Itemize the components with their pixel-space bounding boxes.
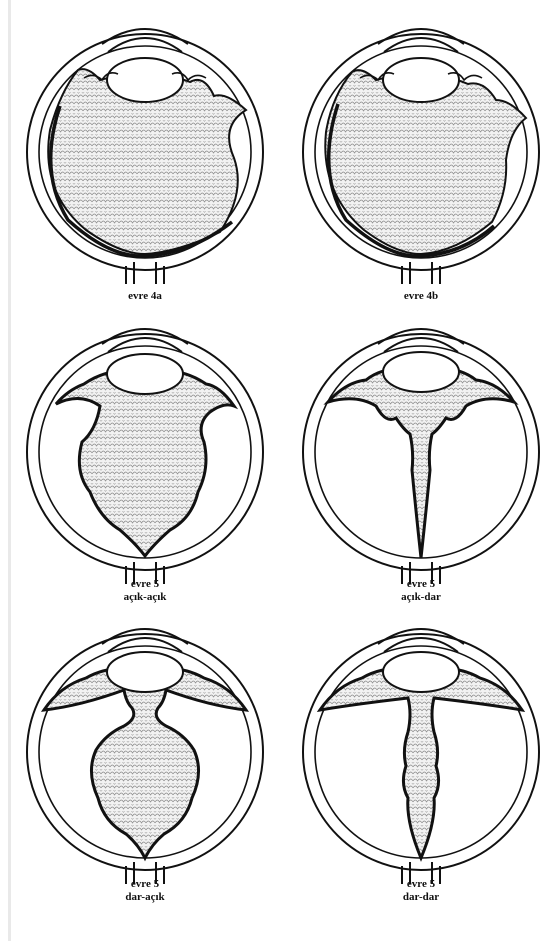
stage-label: evre 5 xyxy=(20,578,270,591)
stage-caption: evre 4b xyxy=(296,290,546,303)
stage-sublabel: dar-açık xyxy=(20,891,270,904)
stage-caption: evre 5 dar-açık xyxy=(20,878,270,904)
eye-4b-drawing xyxy=(296,22,546,312)
stage-caption: evre 5 dar-dar xyxy=(296,878,546,904)
stage-label: evre 5 xyxy=(296,578,546,591)
stage-caption: evre 5 açık-dar xyxy=(296,578,546,604)
eye-5-dar-acik-drawing xyxy=(20,622,270,912)
stage-label: evre 4b xyxy=(296,290,546,303)
eye-4a-drawing xyxy=(20,22,270,312)
eye-5-acik-acik-drawing xyxy=(20,322,270,612)
stage-sublabel: dar-dar xyxy=(296,891,546,904)
eye-panel-4a: evre 4a xyxy=(20,22,270,332)
eye-panel-5-acik-acik: evre 5 açık-açık xyxy=(20,322,270,632)
eye-panel-4b: evre 4b xyxy=(296,22,546,332)
eye-panel-5-dar-acik: evre 5 dar-açık xyxy=(20,622,270,932)
stage-label: evre 5 xyxy=(20,878,270,891)
stage-sublabel: açık-açık xyxy=(20,591,270,604)
stage-caption: evre 4a xyxy=(20,290,270,303)
eye-panel-5-dar-dar: evre 5 dar-dar xyxy=(296,622,546,932)
stage-label: evre 4a xyxy=(20,290,270,303)
stage-label: evre 5 xyxy=(296,878,546,891)
eye-5-dar-dar-drawing xyxy=(296,622,546,912)
eye-panel-5-acik-dar: evre 5 açık-dar xyxy=(296,322,546,632)
eye-5-acik-dar-drawing xyxy=(296,322,546,612)
stage-sublabel: açık-dar xyxy=(296,591,546,604)
stage-caption: evre 5 açık-açık xyxy=(20,578,270,604)
